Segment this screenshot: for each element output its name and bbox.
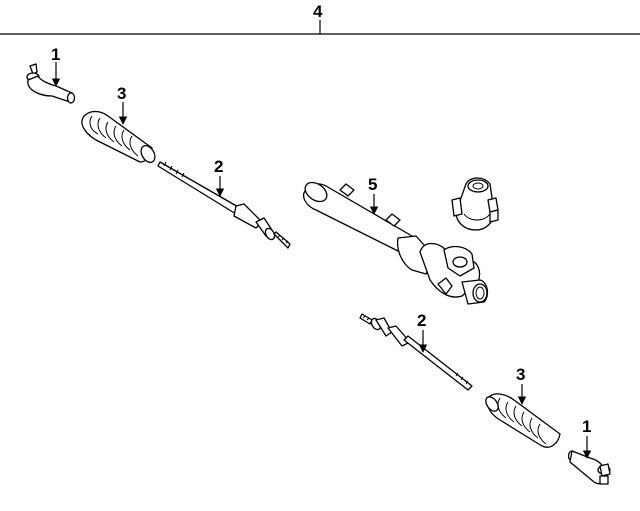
callout-rack-housing: 5 xyxy=(368,175,377,194)
inner-tie-rod-left xyxy=(157,161,291,249)
boot-left xyxy=(81,110,156,164)
callout-tie-rod-end-right: 1 xyxy=(582,417,591,436)
inner-tie-rod-right xyxy=(359,313,473,391)
callout-inner-tie-rod-left: 2 xyxy=(214,157,223,176)
tie-rod-end-left xyxy=(26,63,76,104)
callout-boot-left: 3 xyxy=(117,84,126,103)
callout-inner-tie-rod-right: 2 xyxy=(417,311,426,330)
boot-right xyxy=(485,393,561,448)
rack-housing xyxy=(302,181,489,305)
callout-tie-rod-end-left: 1 xyxy=(51,45,60,64)
assembly-bracket: 4 xyxy=(0,2,640,35)
pinion-valve-housing xyxy=(451,177,499,231)
tie-rod-end-right xyxy=(567,450,611,485)
callout-assembly: 4 xyxy=(313,2,323,21)
callout-boot-right: 3 xyxy=(516,365,525,384)
